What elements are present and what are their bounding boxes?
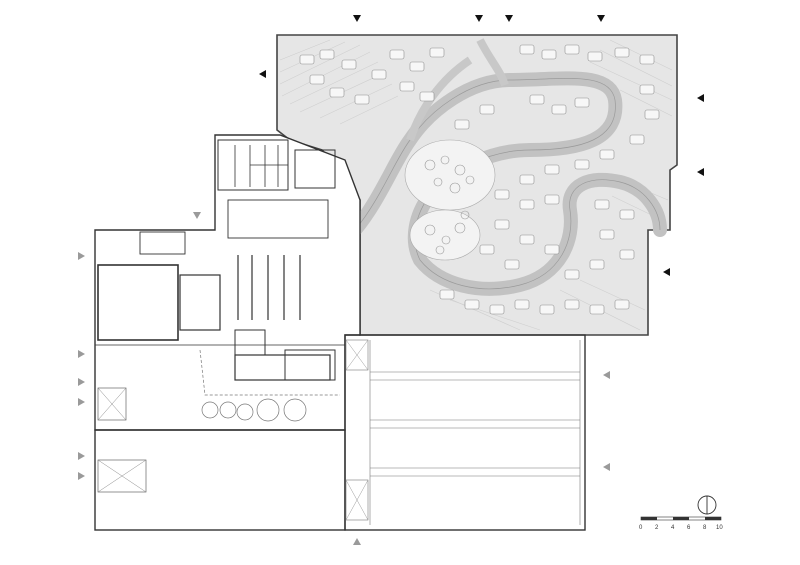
entry-marker <box>597 15 605 22</box>
office <box>139 231 186 255</box>
garden-wing <box>276 34 678 336</box>
scale-bar: 0 2 4 6 8 10 <box>639 516 723 531</box>
shelving <box>237 255 301 320</box>
scale-tick: 10 <box>716 525 723 531</box>
right-hall <box>344 334 586 531</box>
entry-marker <box>603 463 610 471</box>
water-tanks <box>201 398 307 422</box>
garden-clearing <box>404 139 496 211</box>
reception <box>227 199 329 239</box>
toilet-stalls <box>234 145 288 187</box>
hall-room <box>97 264 179 341</box>
entry-marker <box>663 268 670 276</box>
scale-tick: 4 <box>671 525 675 531</box>
left-wing-outline <box>94 134 361 431</box>
entry-marker <box>697 168 704 176</box>
garden-clearing-lower <box>409 209 481 261</box>
entry-marker <box>475 15 483 22</box>
entry-marker <box>353 15 361 22</box>
left-wing <box>94 134 361 431</box>
scale-tick: 2 <box>655 525 659 531</box>
entry-marker <box>78 350 85 358</box>
north-arrow-icon <box>697 495 717 515</box>
scale-tick: 0 <box>639 525 643 531</box>
entry-marker <box>78 378 85 386</box>
storage-room <box>234 354 331 381</box>
entry-marker <box>78 452 85 460</box>
entry-marker <box>78 472 85 480</box>
room-cells <box>299 44 660 315</box>
cross-box-1 <box>97 387 127 421</box>
scale-tick: 8 <box>703 525 707 531</box>
garden-trees <box>424 155 475 255</box>
entry-marker <box>78 252 85 260</box>
entry-marker <box>78 398 85 406</box>
entry-marker <box>697 94 704 102</box>
entry-marker <box>505 15 513 22</box>
entry-marker <box>193 212 201 219</box>
cross-box-2 <box>97 459 147 493</box>
entry-marker <box>259 70 266 78</box>
entry-marker <box>603 371 610 379</box>
small-hall <box>179 274 221 331</box>
hall-bays <box>369 340 581 525</box>
service-room <box>294 149 336 189</box>
entry-markers <box>259 15 704 276</box>
entry-marker <box>353 538 361 545</box>
entry-markers-light <box>78 212 610 545</box>
plant-room <box>284 349 336 381</box>
scale-tick: 6 <box>687 525 691 531</box>
